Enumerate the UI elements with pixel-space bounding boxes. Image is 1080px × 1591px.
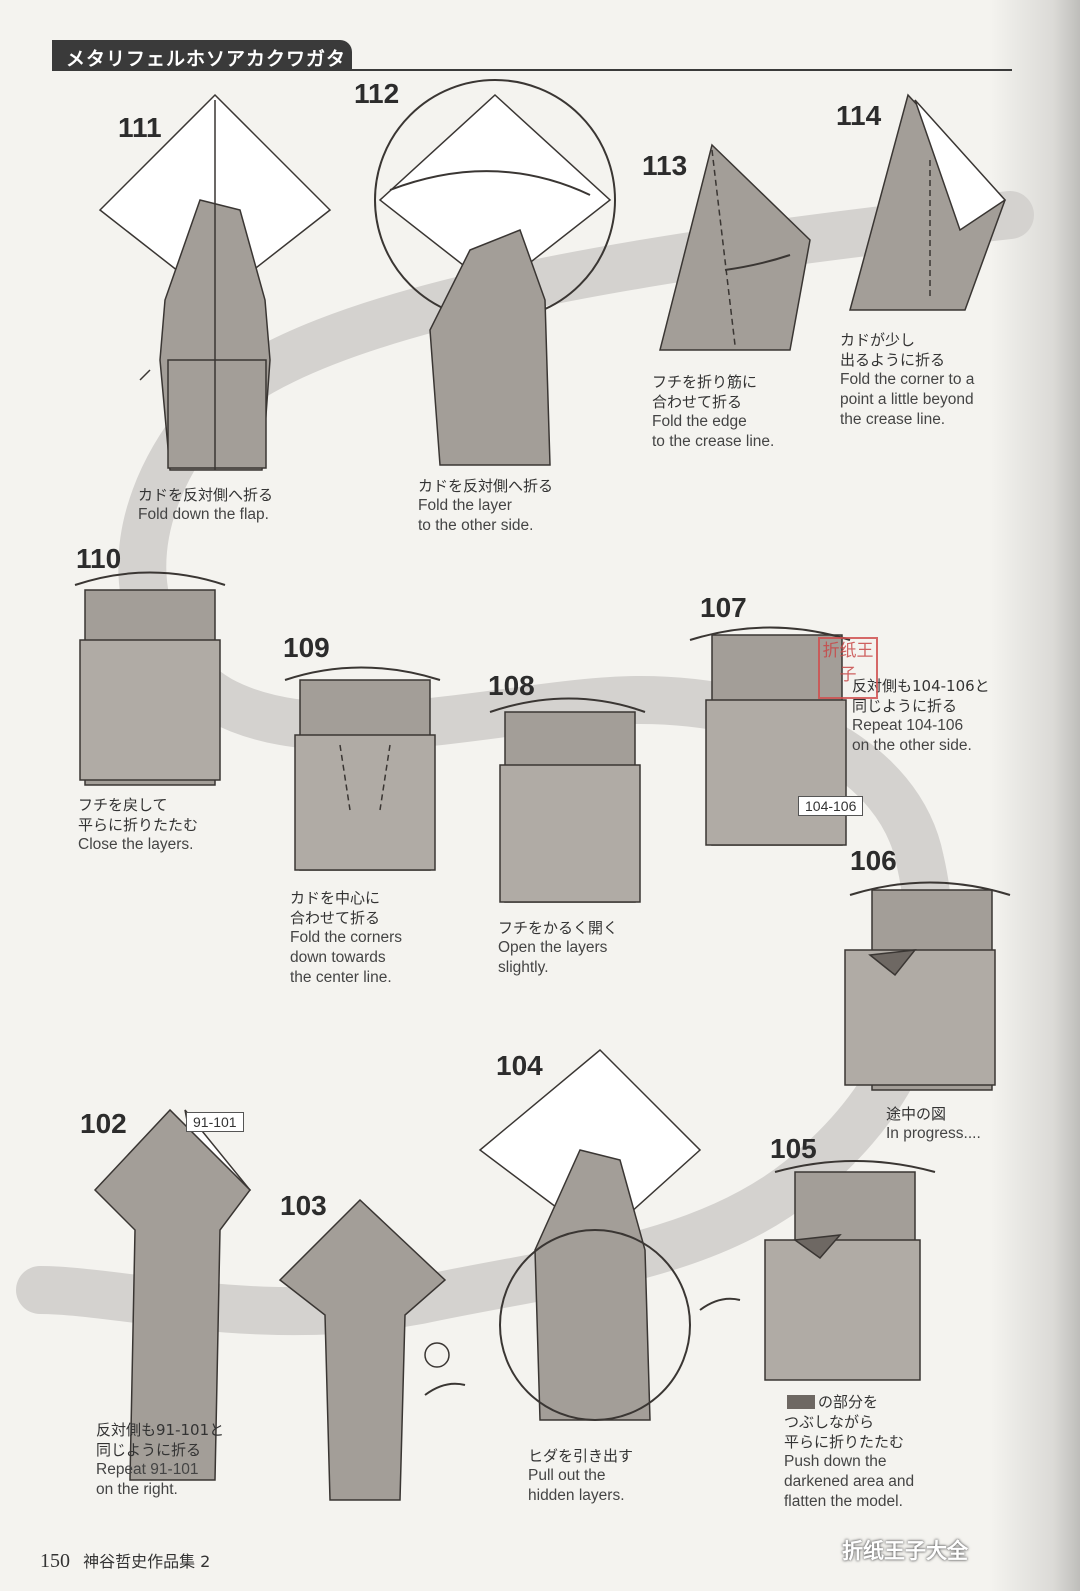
step-112-caption: カドを反対側へ折る Fold the layer to the other si… xyxy=(418,477,554,534)
step-111-diagram xyxy=(98,93,332,471)
step-number: 113 xyxy=(642,150,688,181)
title-rule xyxy=(52,69,1012,71)
step-number: 102 xyxy=(80,1108,127,1139)
step-103-diagram xyxy=(278,1198,466,1501)
watermark: 折纸王子大全 xyxy=(842,1539,968,1563)
red-seal-stamp: 折纸王子 xyxy=(818,637,878,699)
step-104-caption: ヒダを引き出す Pull out the hidden layers. xyxy=(528,1447,634,1504)
step-107-ref: 104-106 xyxy=(798,796,864,816)
step-number: 103 xyxy=(280,1190,327,1221)
step-number: 114 xyxy=(836,100,882,131)
step-102-caption: 反対側も91-101と 同じように折る Repeat 91-101 on the… xyxy=(96,1421,225,1498)
title-bar: メタリフェルホソアカクワガタ xyxy=(52,40,352,70)
book-title: 神谷哲史作品集 2 xyxy=(83,1552,211,1571)
page-number: 150 xyxy=(40,1550,70,1572)
step-105-diagram xyxy=(764,1160,936,1409)
step-number: 107 xyxy=(700,592,747,623)
step-112-diagram xyxy=(374,79,616,466)
page-title: メタリフェルホソアカクワガタ xyxy=(66,48,347,70)
step-number: 109 xyxy=(283,632,330,663)
step-109-diagram xyxy=(284,666,441,871)
step-113-caption: フチを折り筋に 合わせて折る Fold the edge to the crea… xyxy=(652,373,775,450)
step-102-ref: 91-101 xyxy=(186,1112,244,1132)
page-shadow xyxy=(990,0,1080,1591)
step-108-caption: フチをかるく開く Open the layers slightly. xyxy=(498,919,619,976)
step-number: 111 xyxy=(118,112,162,143)
step-114-caption: カドが少し 出るように折る Fold the corner to a point… xyxy=(840,331,975,428)
step-number: 106 xyxy=(850,845,897,876)
step-number: 110 xyxy=(76,543,122,574)
step-113-diagram xyxy=(659,143,811,351)
page-footer: 150 神谷哲史作品集 2 xyxy=(40,1548,210,1573)
step-110-caption: フチを戻して 平らに折りたたむ Close the layers. xyxy=(78,796,199,853)
step-107-caption: 反対側も104-106と 同じように折る Repeat 104-106 on t… xyxy=(852,677,990,754)
step-108-diagram xyxy=(489,697,646,903)
step-104-diagram xyxy=(478,1048,741,1421)
step-109-caption: カドを中心に 合わせて折る Fold the corners down towa… xyxy=(290,889,402,986)
step-105-caption: の部分を つぶしながら 平らに折りたたむ Push down the darke… xyxy=(784,1393,915,1510)
step-111-caption: カドを反対側へ折る Fold down the flap. xyxy=(138,486,274,523)
step-number: 112 xyxy=(354,78,400,109)
step-number: 105 xyxy=(770,1133,817,1164)
step-number: 108 xyxy=(488,670,535,701)
step-number: 104 xyxy=(496,1050,543,1081)
step-106-diagram xyxy=(844,881,1011,1091)
step-110-diagram xyxy=(74,571,226,786)
step-114-diagram xyxy=(849,93,1007,311)
step-106-caption: 途中の図 In progress.... xyxy=(886,1105,981,1142)
step-102-diagram xyxy=(93,1108,252,1481)
